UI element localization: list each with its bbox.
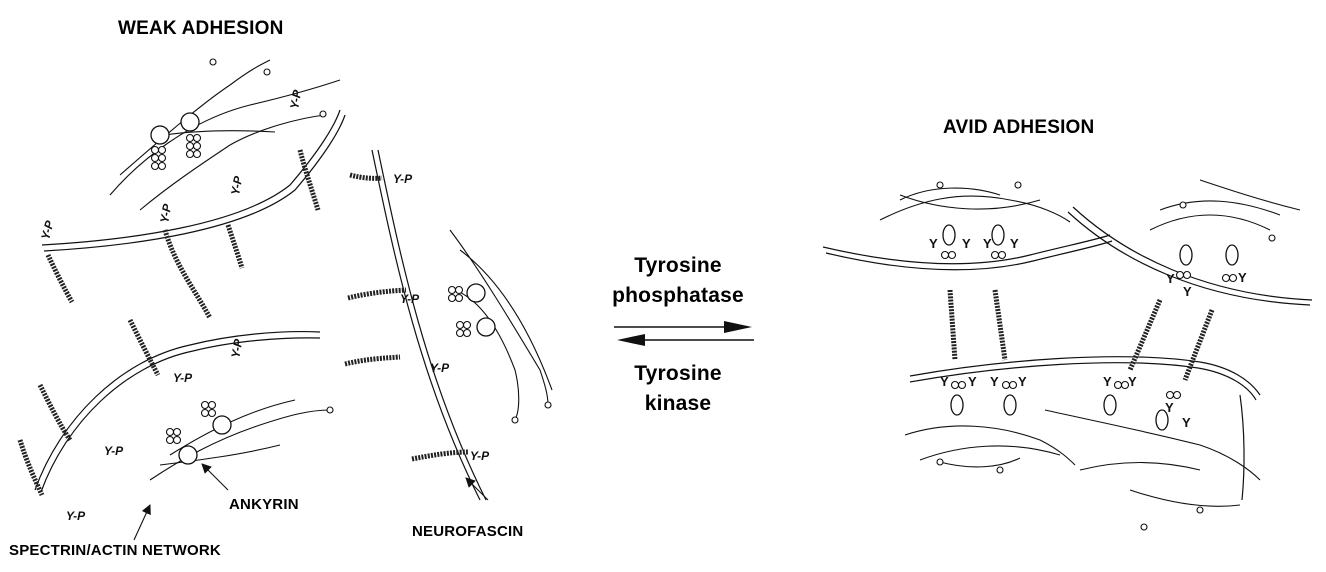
phospho-tag: Y-P bbox=[228, 337, 245, 359]
phospho-tag: Y-P bbox=[173, 371, 193, 385]
phospho-tag: Y-P bbox=[470, 449, 490, 463]
phospho-tag: Y-P bbox=[393, 172, 413, 186]
phospho-tag: Y-P bbox=[228, 174, 245, 196]
neurofascin-cluster-upper bbox=[110, 59, 340, 210]
pointer-arrows bbox=[134, 464, 488, 540]
tyrosine-tag: Y bbox=[1183, 284, 1192, 299]
spectrin-filaments-left bbox=[20, 150, 468, 495]
tyrosine-tag: Y bbox=[929, 236, 938, 251]
tyrosine-tag: Y bbox=[983, 236, 992, 251]
tyrosine-tag: Y bbox=[1182, 415, 1191, 430]
tyrosine-tag: Y bbox=[1165, 400, 1174, 415]
avid-adhesion-panel: Y Y Y Y Y Y Y Y Y Y Y Y Y Y Y bbox=[823, 180, 1312, 530]
tyrosine-tag: Y bbox=[968, 374, 977, 389]
tyrosine-tag: Y bbox=[1238, 270, 1247, 285]
neurofascin-cluster-middle bbox=[449, 230, 553, 423]
membranes-right bbox=[823, 207, 1312, 500]
ankyrin-repeats-lower bbox=[167, 402, 216, 444]
phospho-tag: Y-P bbox=[430, 361, 450, 375]
neurofascin-cluster-lower bbox=[150, 400, 333, 480]
tyrosine-tag: Y bbox=[1010, 236, 1019, 251]
phospho-tag: Y-P bbox=[66, 509, 86, 523]
phospho-tag: Y-P bbox=[38, 218, 57, 241]
tyrosine-tag: Y bbox=[962, 236, 971, 251]
tyrosine-tag: Y bbox=[1103, 374, 1112, 389]
tyrosine-tag: Y bbox=[940, 374, 949, 389]
tyrosine-tag: Y bbox=[1018, 374, 1027, 389]
dephospho-tags-right: Y Y Y Y Y Y Y Y Y Y Y Y Y Y Y bbox=[929, 236, 1247, 430]
reverse-arrow bbox=[617, 334, 754, 346]
tyrosine-tag: Y bbox=[1166, 271, 1175, 286]
phospho-tag: Y-P bbox=[287, 88, 304, 110]
membrane-upper-left bbox=[42, 110, 345, 251]
tyrosine-tag: Y bbox=[990, 374, 999, 389]
weak-adhesion-panel: Y-P Y-P Y-P Y-P Y-P Y-P Y-P Y-P Y-P Y-P … bbox=[20, 59, 552, 540]
equilibrium-arrows bbox=[614, 321, 754, 346]
tyrosine-tag: Y bbox=[1128, 374, 1137, 389]
phospho-tag: Y-P bbox=[104, 444, 124, 458]
neurofascin-strands-bottom-right bbox=[905, 410, 1260, 530]
phospho-tag: Y-P bbox=[400, 292, 420, 306]
bridge-column-3 bbox=[1104, 245, 1192, 415]
phospho-tag: Y-P bbox=[157, 202, 174, 224]
forward-arrow bbox=[614, 321, 752, 333]
membrane-lower-left bbox=[35, 332, 320, 492]
